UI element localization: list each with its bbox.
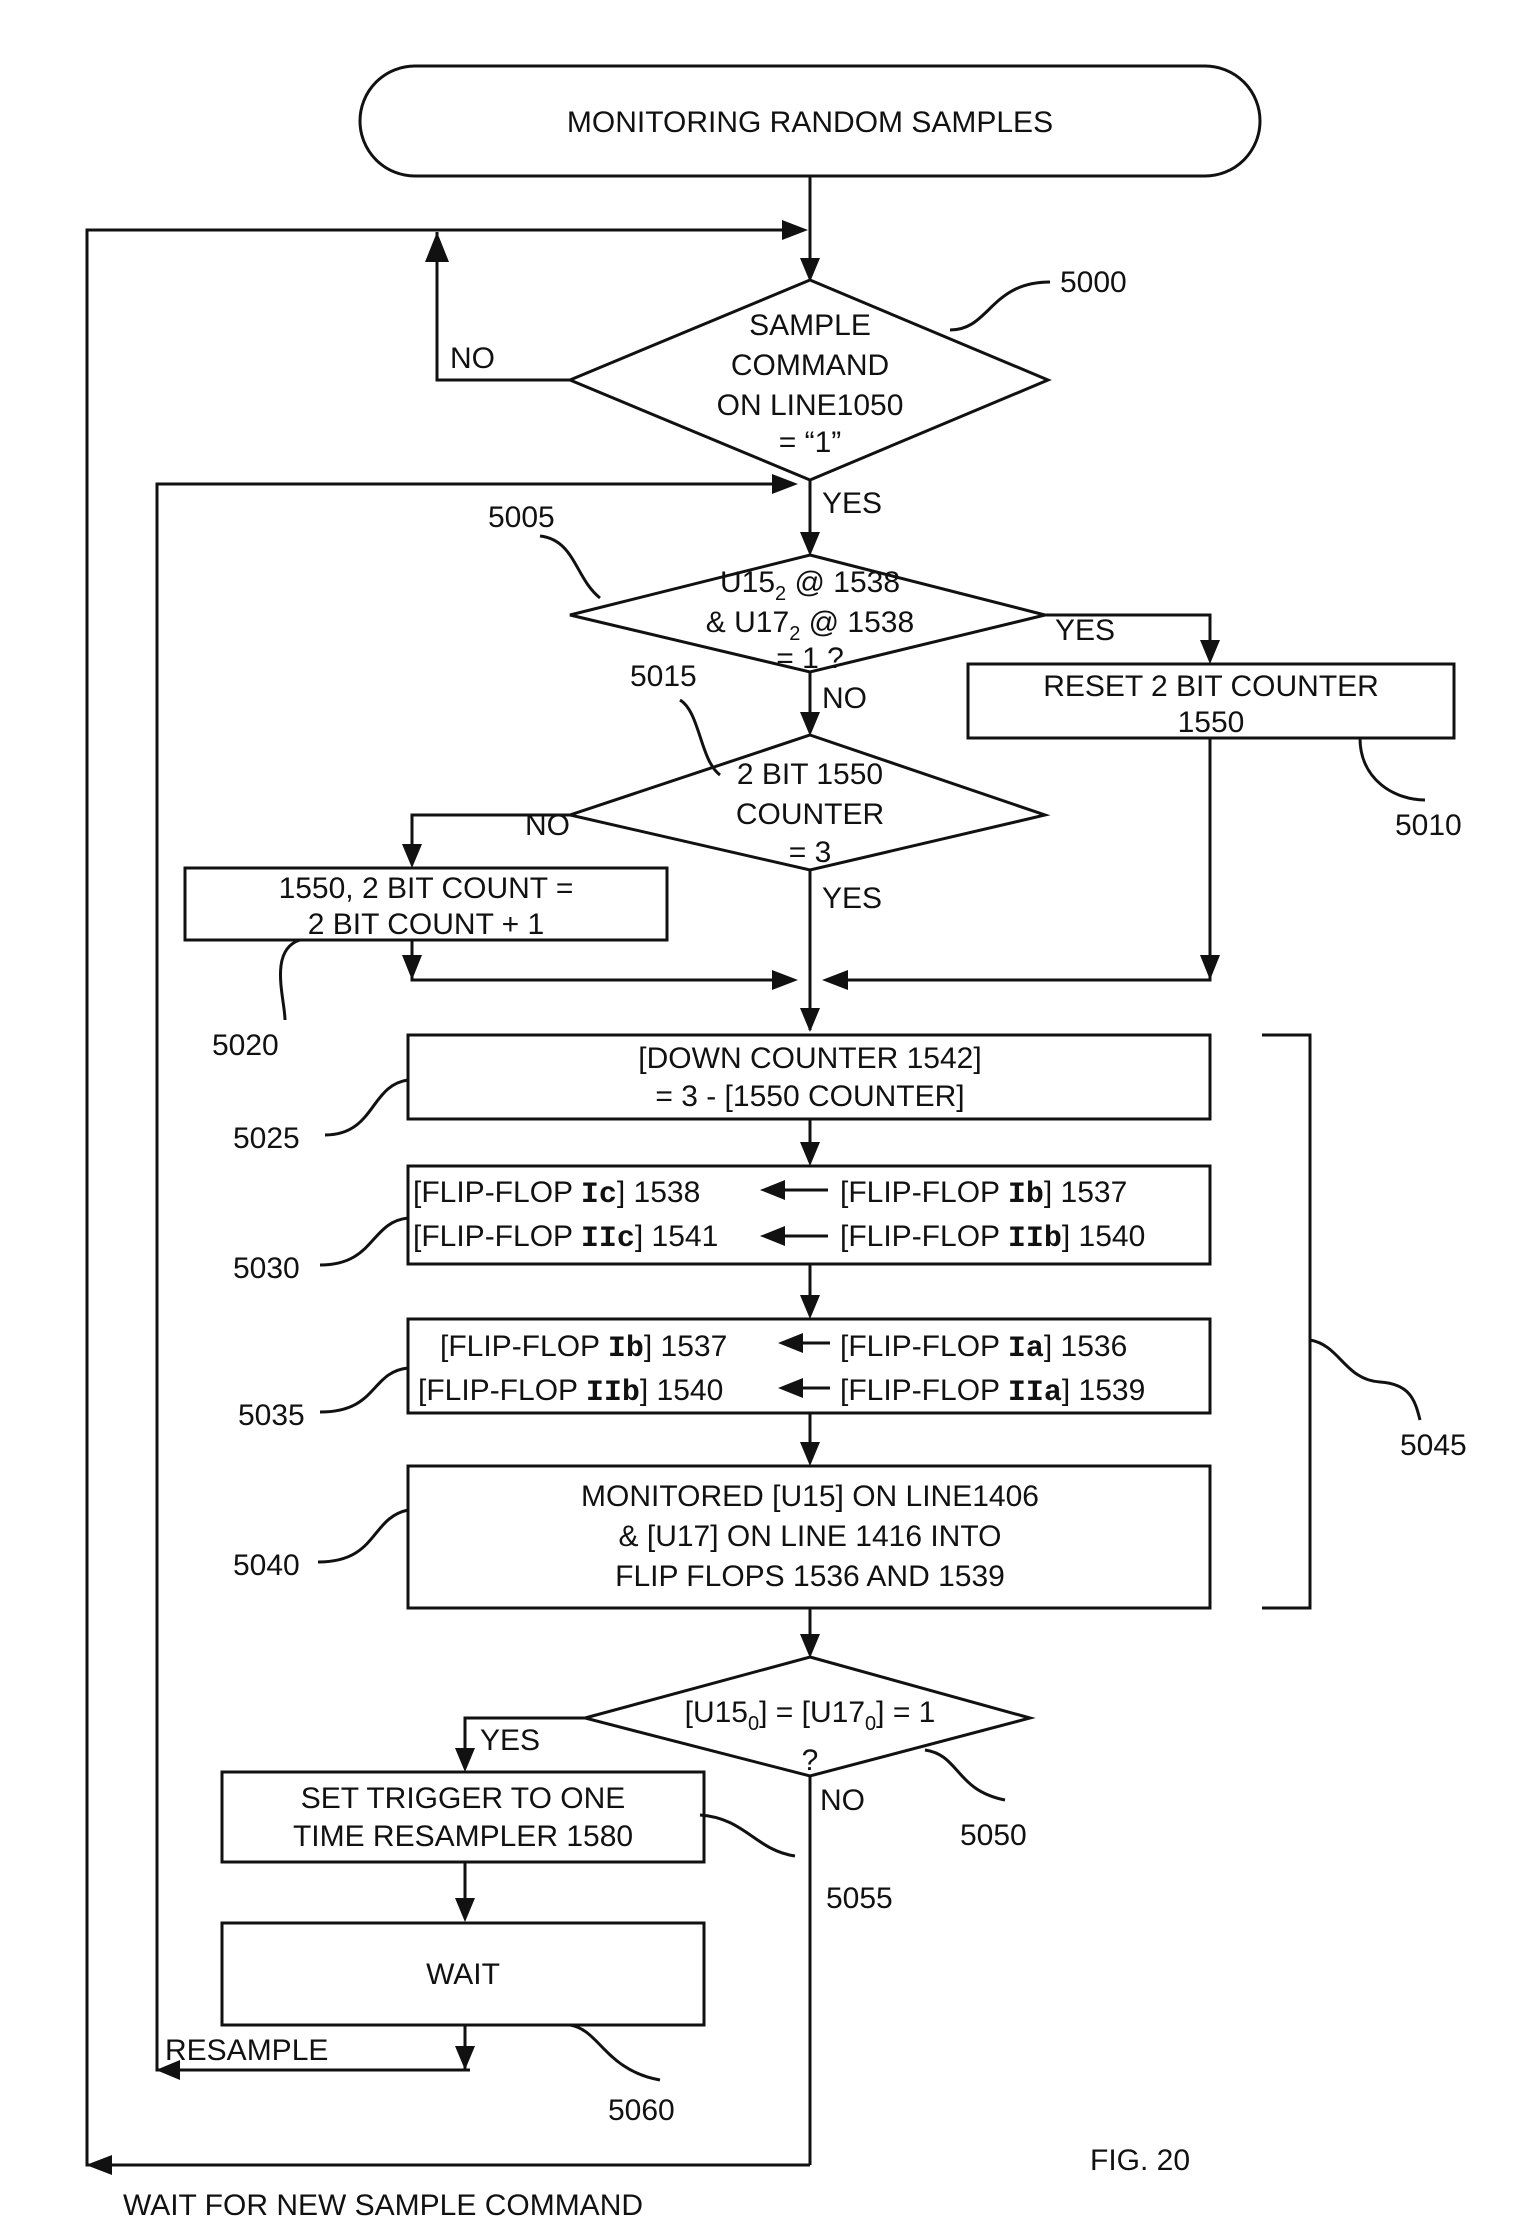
process-5025-line1: [DOWN COUNTER 1542] [638,1042,981,1075]
process-5040-line2: & [U17] ON LINE 1416 INTO [619,1520,1002,1553]
figure-label: FIG. 20 [1090,2144,1190,2177]
process-5040-line3: FLIP FLOPS 1536 AND 1539 [615,1560,1005,1593]
process-5025-line2: = 3 - [1550 COUNTER] [655,1080,964,1113]
process-5020-line1: 1550, 2 BIT COUNT = [279,872,574,905]
arrowhead [800,1634,820,1658]
label-wait-new-sample: WAIT FOR NEW SAMPLE COMMAND [123,2189,643,2222]
arrowhead [402,844,422,868]
process-5020-line2: 2 BIT COUNT + 1 [308,908,544,941]
process-5040-line1: MONITORED [U15] ON LINE1406 [581,1480,1039,1513]
decision-5015-line2: COUNTER [736,798,884,831]
ref-leader-5020 [280,940,300,1020]
process-5030-row2-left: [FLIP-FLOP IIc] 1541 [413,1220,718,1256]
ref-5040: 5040 [233,1549,300,1582]
arrowhead [772,474,798,494]
ref-5025: 5025 [233,1122,300,1155]
bracket-5045 [1262,1035,1310,1608]
ref-5005: 5005 [488,501,555,534]
start-label: MONITORING RANDOM SAMPLES [567,106,1053,139]
ref-5030: 5030 [233,1252,300,1285]
decision-5015-line1: 2 BIT 1550 [737,758,883,791]
label-5005-no: NO [822,682,867,715]
connector-5020-merge [412,940,785,980]
process-5030-row2-right: [FLIP-FLOP IIb] 1540 [840,1220,1145,1256]
arrowhead [800,1008,820,1032]
arrowhead [425,232,449,262]
label-5015-yes: YES [822,882,882,915]
ref-leader-5060 [570,2025,660,2080]
arrowhead [455,2046,475,2070]
process-5035-row1-left: [FLIP-FLOP Ib] 1537 [440,1330,727,1366]
arrowhead [402,955,422,980]
process-5055-line1: SET TRIGGER TO ONE [301,1782,626,1815]
arrowhead [1200,955,1220,980]
label-5015-no: NO [525,809,570,842]
ref-5055: 5055 [826,1882,893,1915]
process-5030-row1-left: [FLIP-FLOP Ic] 1538 [413,1176,700,1212]
ref-leader-5040 [318,1510,408,1562]
ref-5035: 5035 [238,1399,305,1432]
decision-5005-line3: = 1 ? [776,642,844,675]
process-5060-label: WAIT [426,1958,500,1991]
label-resample: RESAMPLE [165,2034,328,2067]
ref-5015: 5015 [630,660,697,693]
process-5030-row1-right: [FLIP-FLOP Ib] 1537 [840,1176,1127,1212]
arrowhead [800,532,820,556]
arrowhead [772,970,798,990]
ref-leader-5015 [680,700,720,775]
arrowhead [822,970,848,990]
decision-5000-line3: ON LINE1050 [717,389,904,422]
ref-5045: 5045 [1400,1429,1467,1462]
label-5000-no: NO [450,342,495,375]
arrowhead [800,1295,820,1319]
ref-5010: 5010 [1395,809,1462,842]
ref-leader-5050 [925,1750,1005,1800]
label-5000-yes: YES [822,487,882,520]
ref-leader-5030 [320,1218,408,1265]
ref-leader-5045 [1310,1340,1420,1420]
ref-leader-5035 [320,1368,408,1412]
arrowhead [455,1898,475,1922]
ref-leader-5005 [540,536,600,598]
ref-5000: 5000 [1060,266,1127,299]
arrowhead [800,712,820,736]
arrowhead [782,220,808,240]
process-5010-line2: 1550 [1178,706,1245,739]
ref-leader-5000 [950,282,1050,330]
process-5035-row1-right: [FLIP-FLOP Ia] 1536 [840,1330,1127,1366]
decision-5000-line2: COMMAND [731,349,889,382]
ref-5060: 5060 [608,2094,675,2127]
ref-5050: 5050 [960,1819,1027,1852]
ref-leader-5055 [700,1815,795,1856]
process-5035-row2-left: [FLIP-FLOP IIb] 1540 [418,1374,723,1410]
process-5010-line1: RESET 2 BIT COUNTER [1043,670,1379,703]
process-5055-line2: TIME RESAMPLER 1580 [293,1820,633,1853]
arrowhead [800,1142,820,1166]
arrowhead [1200,640,1220,664]
decision-5000-line4: = “1” [779,426,842,459]
arrowhead [86,2155,112,2175]
arrowhead [800,1442,820,1466]
process-5035-row2-right: [FLIP-FLOP IIa] 1539 [840,1374,1145,1410]
decision-5000-line1: SAMPLE [749,309,871,342]
label-5005-yes: YES [1055,614,1115,647]
ref-leader-5010 [1360,738,1425,800]
arrowhead [455,1748,475,1772]
decision-5015-line3: = 3 [789,836,832,869]
ref-leader-5025 [325,1080,408,1135]
label-5050-yes: YES [480,1724,540,1757]
decision-5050-line2: ? [802,1744,819,1777]
ref-5020: 5020 [212,1029,279,1062]
label-5050-no: NO [820,1784,865,1817]
